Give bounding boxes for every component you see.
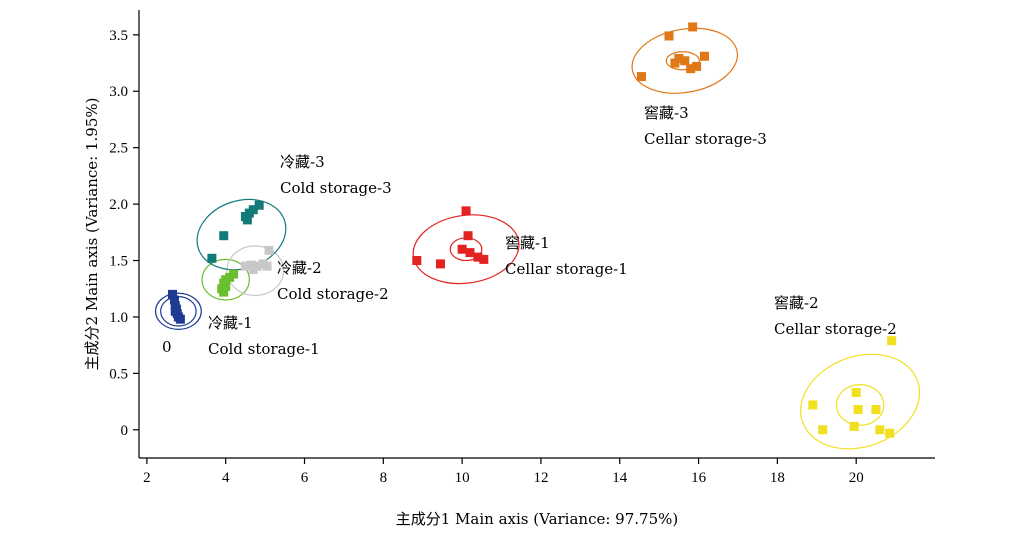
x-axis-ticks: 2 4 6 8 10 12 14 16 18 20 — [143, 458, 864, 486]
x-tick-label: 12 — [533, 470, 548, 486]
group-label: Cold storage-1 — [208, 340, 320, 358]
data-point — [264, 245, 274, 255]
x-axis-title: 主成分1 Main axis (Variance: 97.75%) — [396, 510, 678, 528]
x-tick-label: 18 — [770, 470, 785, 486]
y-tick-label: 1.5 — [109, 254, 128, 270]
group-label: Cellar storage-2 — [774, 320, 897, 338]
data-point — [818, 425, 828, 435]
y-tick-label: 3.5 — [109, 28, 128, 44]
x-tick-label: 4 — [222, 470, 230, 486]
data-point — [887, 336, 897, 346]
data-point — [465, 248, 475, 258]
data-point — [207, 253, 217, 263]
data-point — [167, 289, 177, 299]
group-label: Cellar storage-3 — [644, 130, 767, 148]
data-point — [473, 252, 483, 262]
data-point — [248, 205, 258, 215]
group-label: 窖藏-3 — [644, 104, 689, 122]
group-label: 窖藏-1 — [505, 234, 550, 252]
data-point — [221, 281, 231, 291]
data-point — [686, 64, 696, 74]
y-tick-label: 1.0 — [109, 310, 128, 326]
group-label: 窖藏-2 — [774, 294, 819, 312]
data-point — [871, 404, 881, 414]
x-tick-label: 20 — [849, 470, 864, 486]
data-point — [461, 206, 471, 216]
data-point — [885, 428, 895, 438]
inner-ellipse — [665, 51, 700, 71]
data-point — [435, 259, 445, 269]
data-point — [246, 260, 256, 270]
group-label: 冷藏-1 — [208, 314, 253, 332]
x-tick-label: 16 — [691, 470, 707, 486]
data-point — [262, 261, 272, 271]
data-point — [699, 51, 709, 61]
confidence-ellipse — [631, 27, 739, 94]
data-point — [242, 215, 252, 225]
data-point — [463, 231, 473, 241]
y-tick-label: 2.5 — [109, 141, 128, 157]
axes — [138, 10, 935, 459]
data-point — [170, 306, 180, 316]
confidence-ellipse — [226, 245, 285, 297]
data-point — [219, 287, 229, 297]
y-tick-label: 0 — [121, 423, 129, 439]
data-point — [853, 404, 863, 414]
x-tick-label: 6 — [301, 470, 309, 486]
data-point — [670, 58, 680, 68]
data-point — [169, 295, 179, 305]
group-label: 0 — [162, 338, 172, 356]
group-label: Cellar storage-1 — [505, 260, 628, 278]
x-tick-label: 14 — [612, 470, 628, 486]
data-point — [412, 256, 422, 266]
y-tick-label: 0.5 — [109, 366, 128, 382]
data-point — [240, 261, 250, 271]
confidence-ellipse — [154, 292, 202, 330]
data-point — [219, 231, 229, 241]
data-point — [875, 425, 885, 435]
data-point — [229, 269, 239, 279]
x-tick-label: 8 — [380, 470, 388, 486]
data-point — [849, 421, 859, 431]
data-points — [167, 22, 897, 438]
y-tick-label: 2.0 — [109, 197, 128, 213]
group-label: 冷藏-3 — [280, 153, 325, 171]
data-point — [692, 61, 702, 71]
y-tick-label: 3.0 — [109, 84, 128, 100]
data-point — [479, 254, 489, 264]
data-point — [175, 314, 185, 324]
y-axis-title: 主成分2 Main axis (Variance: 1.95%) — [83, 98, 101, 371]
x-tick-label: 10 — [455, 470, 470, 486]
data-point — [808, 400, 818, 410]
data-point — [248, 265, 258, 275]
data-point — [851, 388, 861, 398]
data-point — [688, 22, 698, 32]
y-axis-ticks: 0 0.5 1.0 1.5 2.0 2.5 3.0 3.5 — [109, 28, 139, 439]
confidence-ellipse — [800, 353, 921, 450]
data-point — [680, 56, 690, 66]
data-point — [664, 31, 674, 41]
data-point — [674, 54, 684, 64]
data-point — [636, 72, 646, 82]
group-label: Cold storage-3 — [280, 179, 392, 197]
confidence-ellipse — [201, 258, 250, 301]
data-point — [457, 244, 467, 254]
x-tick-label: 2 — [143, 470, 151, 486]
data-point — [254, 200, 264, 210]
confidence-ellipses — [154, 27, 921, 450]
group-label: 冷藏-2 — [277, 259, 322, 277]
group-label: Cold storage-2 — [277, 285, 389, 303]
inner-ellipse — [835, 384, 885, 426]
